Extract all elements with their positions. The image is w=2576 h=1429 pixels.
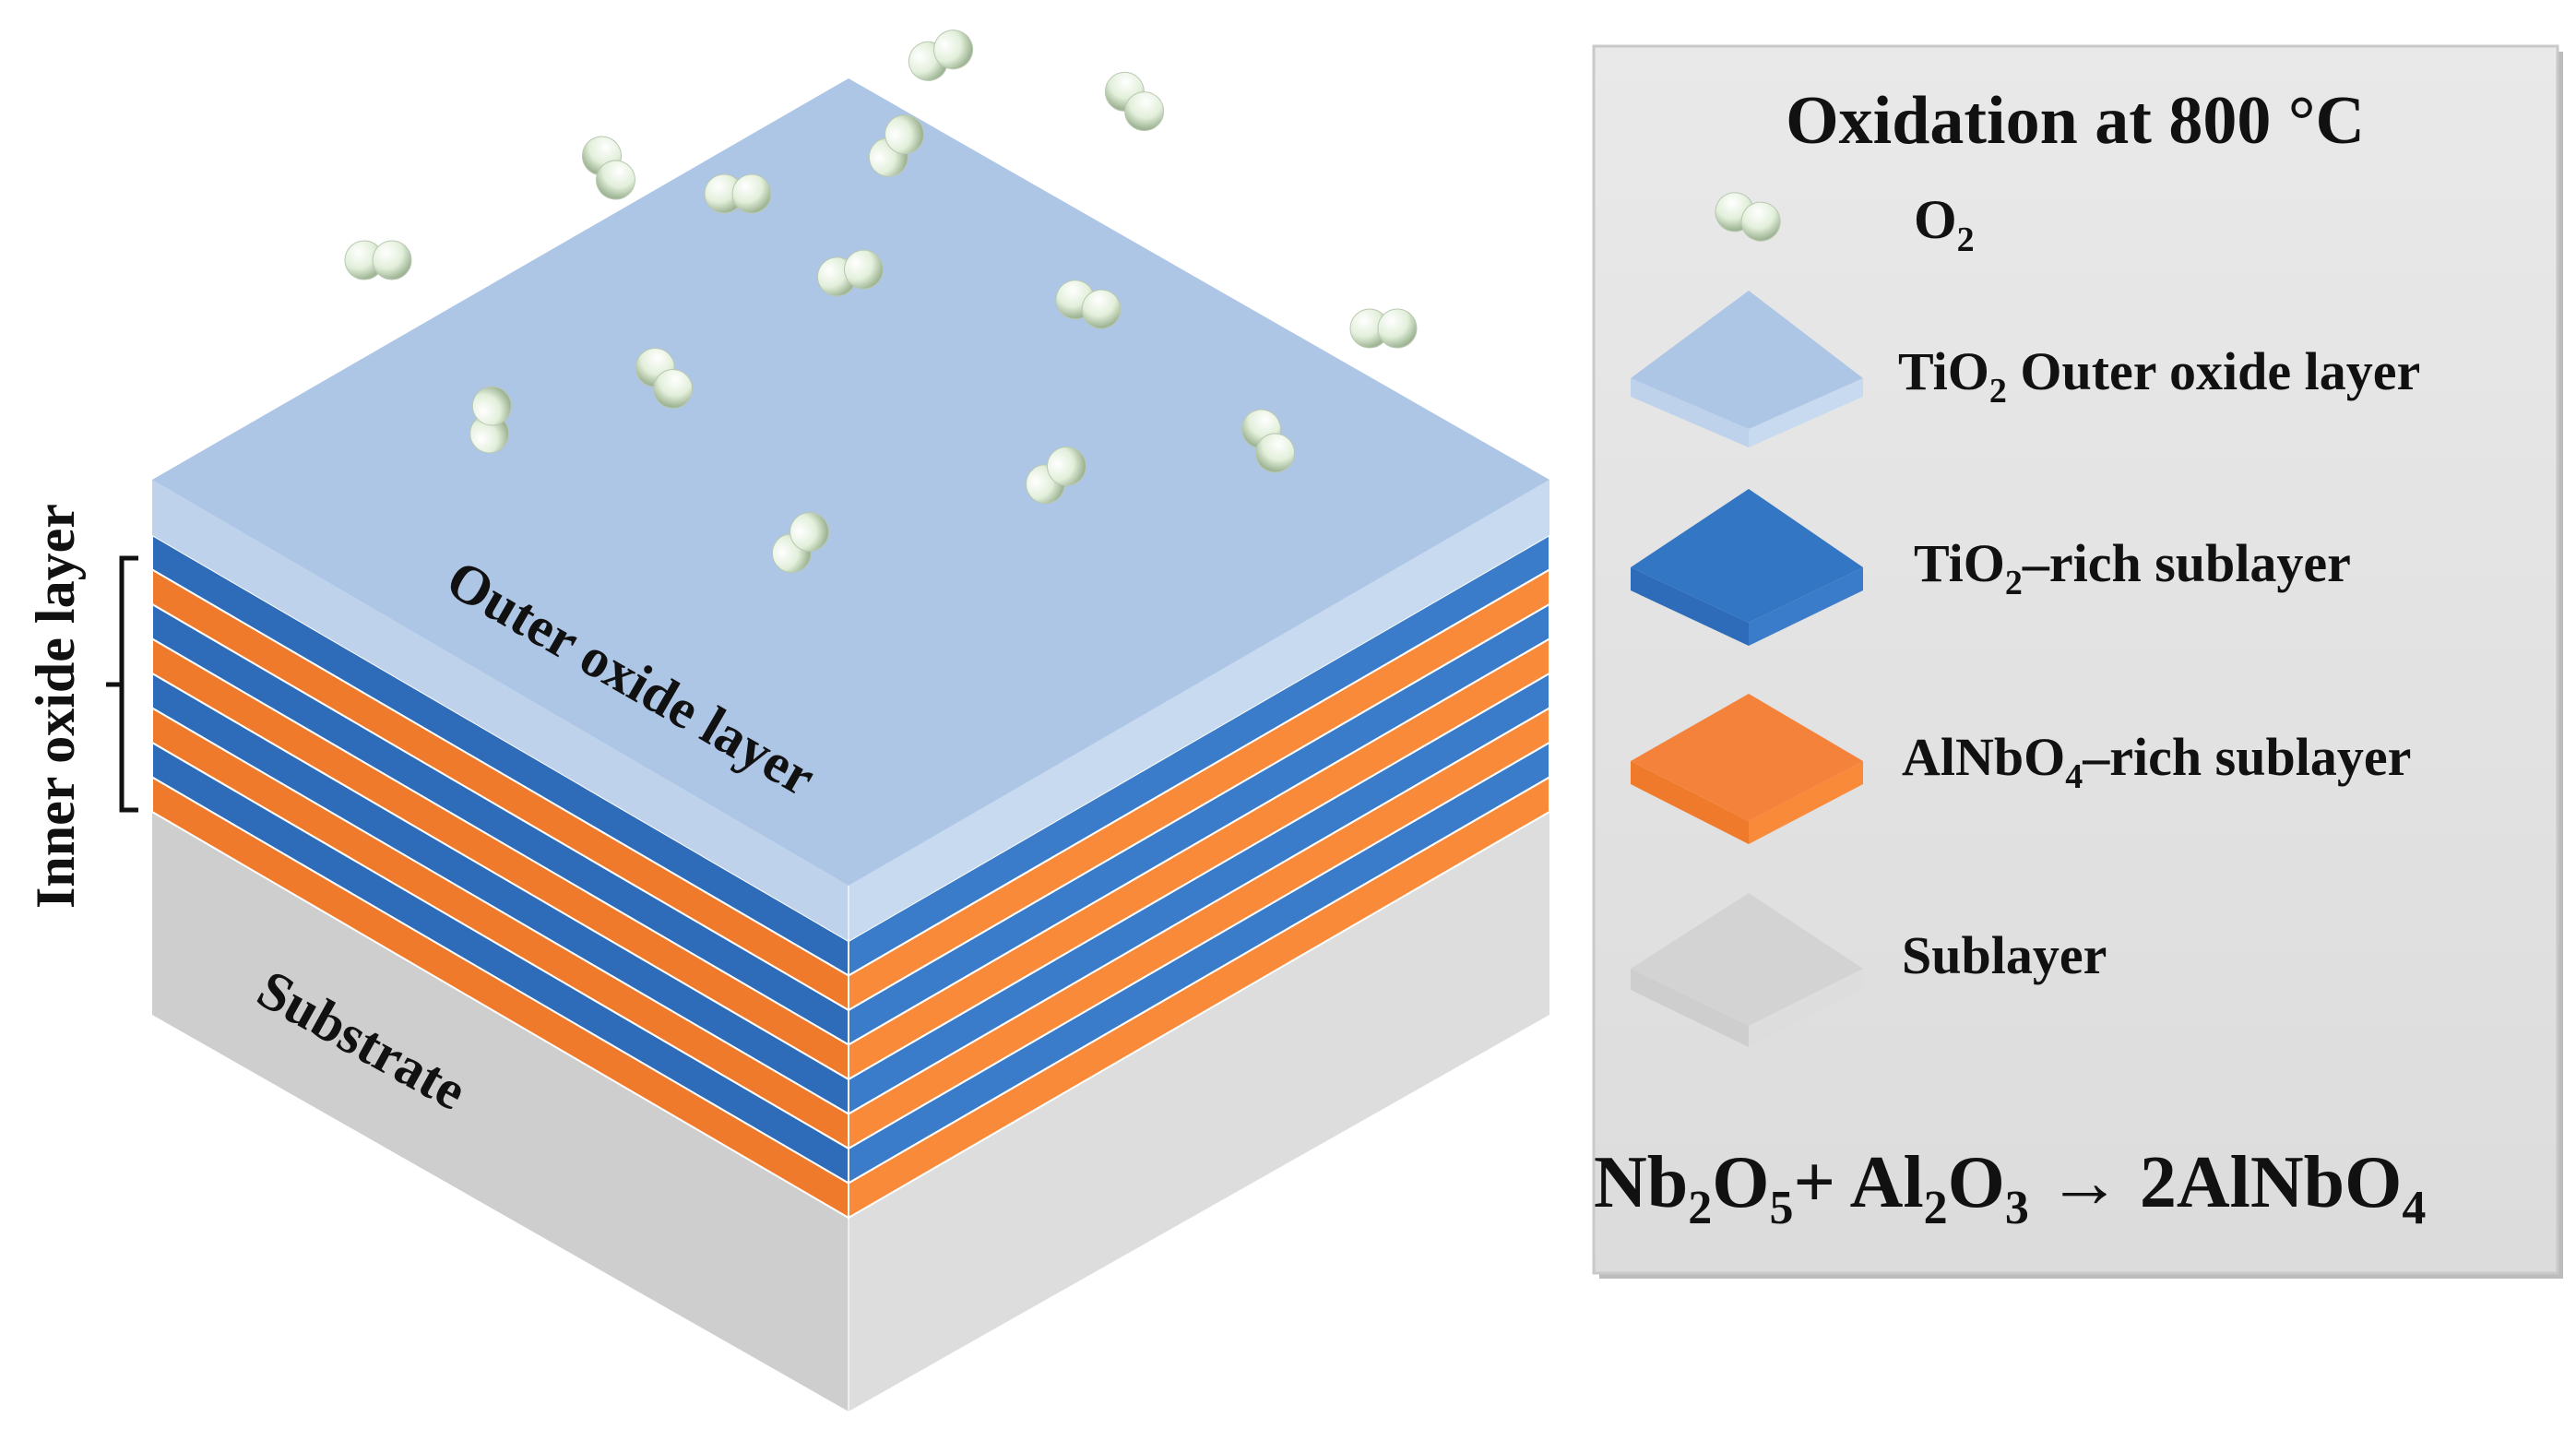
substrate-left-face <box>152 812 849 1411</box>
legend-tio2-outer-label: TiO2 Outer oxide layer <box>1898 341 2420 411</box>
substrate-right-face <box>849 812 1549 1411</box>
inner-oxide-stripes <box>151 533 1550 1220</box>
o2-molecule-icon <box>704 173 772 214</box>
o2-molecule-icon <box>575 128 643 208</box>
outer-layer-left-face <box>152 480 849 941</box>
alnbo4-rich-tile-icon <box>1631 694 1863 844</box>
sublayer-tile-icon <box>1631 893 1863 1047</box>
o2-molecule-icon <box>344 240 412 280</box>
outer-layer-right-face <box>849 480 1549 941</box>
legend-alnbo4-rich-label: AlNbO4–rich sublayer <box>1902 727 2411 796</box>
inner-oxide-bracket <box>106 555 138 813</box>
layer-stack <box>151 78 1550 1411</box>
legend-title: Oxidation at 800 °C <box>1786 83 2365 159</box>
outer-layer-tile-icon <box>1631 291 1863 447</box>
reaction-equation: Nb2O5+ Al2O3 → 2AlNbO4 <box>1594 1142 2426 1234</box>
legend-o2-label: O2 <box>1914 189 1975 259</box>
legend-tio2-rich-label: TiO2–rich sublayer <box>1914 533 2351 602</box>
outer-layer-top-face <box>152 78 1549 886</box>
legend-panel: Oxidation at 800 °C O2 TiO2 Outer oxide … <box>1592 44 2563 1279</box>
legend-sublayer-label: Sublayer <box>1902 925 2107 985</box>
tio2-rich-tile-icon <box>1631 489 1863 646</box>
o2-molecule-icon <box>901 23 980 88</box>
inner-oxide-layer-label: Inner oxide layer <box>25 504 86 909</box>
o2-molecule-icon <box>1097 64 1172 139</box>
o2-molecule-icon <box>1349 308 1418 349</box>
